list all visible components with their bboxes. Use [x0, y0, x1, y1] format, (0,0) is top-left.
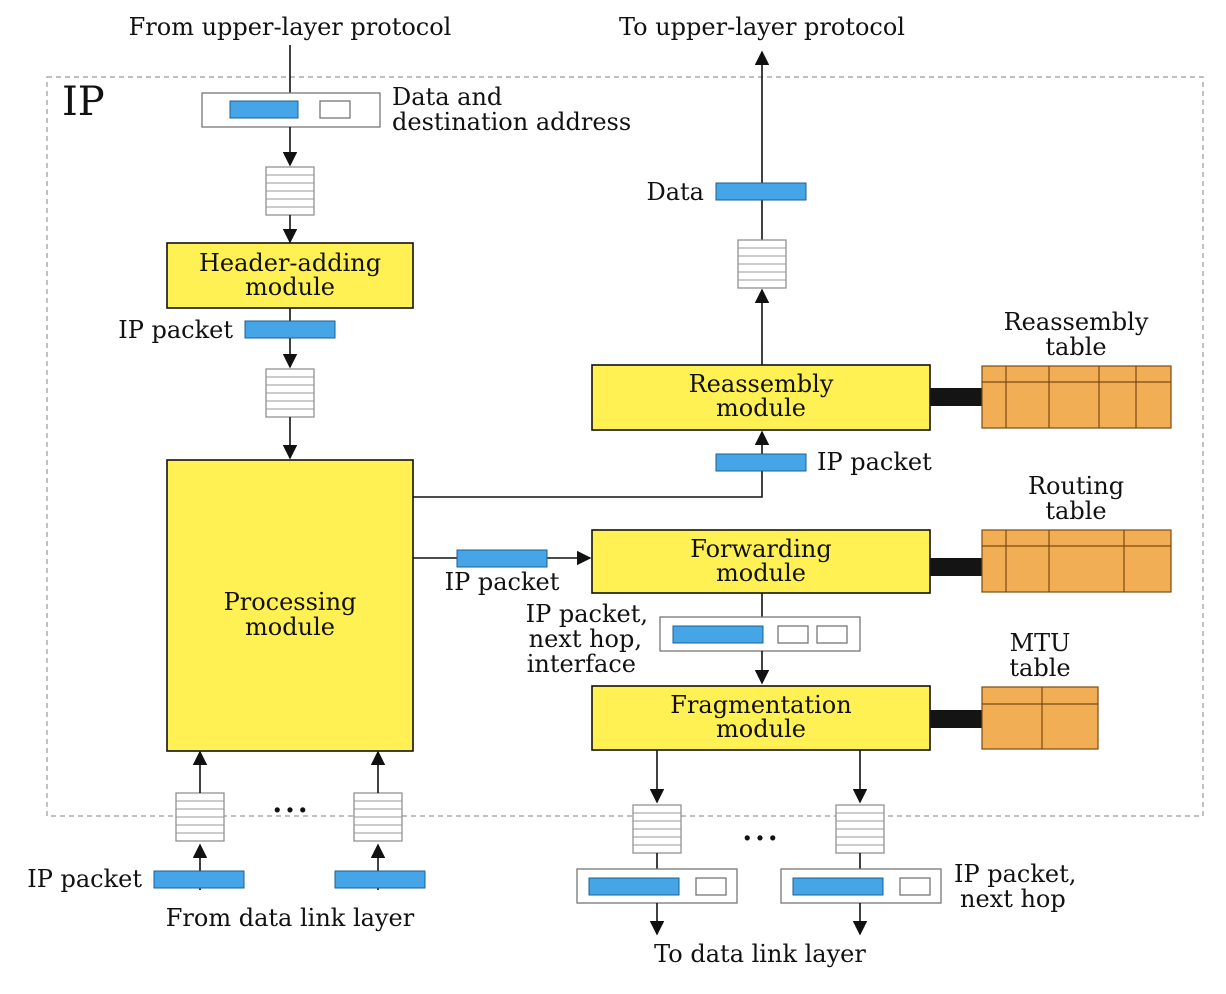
- queue: [265, 368, 315, 418]
- reassembly-table-label-2: table: [1045, 333, 1106, 361]
- reassembly-table: [981, 365, 1172, 429]
- to-upper-layer-label: To upper-layer protocol: [619, 13, 905, 41]
- reassembly-module-label-2: module: [716, 394, 806, 422]
- fragmentation-module-label-1: Fragmentation: [670, 691, 851, 719]
- mtu-table-connector: [930, 710, 982, 728]
- ellipsis-right: ...: [741, 804, 779, 850]
- processing-module-label-1: Processing: [224, 588, 357, 616]
- ip-packet: [334, 870, 426, 889]
- hop-label-2: next hop,: [529, 625, 642, 653]
- queue: [632, 804, 682, 854]
- header-adding-module-label-1: Header-adding: [199, 249, 381, 277]
- queue: [737, 239, 787, 289]
- reassembly-table-connector: [930, 388, 982, 406]
- hop-label-3: interface: [527, 650, 636, 678]
- routing-table: [981, 529, 1172, 593]
- ellipsis-left: ...: [271, 776, 309, 822]
- ip-boundary: [46, 76, 1204, 817]
- mtu-table-label-2: table: [1009, 654, 1070, 682]
- data-label: Data: [646, 178, 704, 206]
- forwarding-module: [591, 529, 931, 594]
- ip-packet: [715, 453, 807, 472]
- next-hop-label-1: IP packet,: [954, 860, 1076, 888]
- data-dest-label-1: Data and: [392, 83, 502, 111]
- ip-packet-label-header: IP packet: [118, 316, 233, 344]
- next-hop-label-2: next hop: [960, 885, 1066, 913]
- ip-packet-label-forward: IP packet: [445, 568, 560, 596]
- from-data-link-layer-label: From data link layer: [166, 904, 415, 932]
- hop-label-1: IP packet,: [526, 600, 648, 628]
- reassembly-module: [591, 364, 931, 431]
- processing-module-label-2: module: [245, 613, 335, 641]
- next-hop-interface-box: [659, 616, 861, 652]
- ip-packet: [456, 549, 548, 568]
- data-dest-address-box: [201, 92, 381, 128]
- ip-packet: [153, 870, 245, 889]
- ip-packet: [244, 320, 336, 339]
- header-adding-module-label-2: module: [245, 273, 335, 301]
- routing-table-connector: [930, 558, 982, 576]
- mtu-table-label-1: MTU: [1010, 629, 1071, 657]
- reassembly-module-label-1: Reassembly: [689, 370, 834, 398]
- fragmentation-module: [591, 685, 931, 751]
- queue: [353, 792, 403, 842]
- forwarding-module-label-2: module: [716, 559, 806, 587]
- ip-packet-label-bottom-left: IP packet: [27, 865, 142, 893]
- ip-packet-label-reassembly: IP packet: [817, 448, 932, 476]
- reassembly-table-label-1: Reassembly: [1004, 308, 1149, 336]
- forwarding-module-label-1: Forwarding: [690, 535, 831, 563]
- ip-label: IP: [62, 79, 105, 125]
- routing-table-label-1: Routing: [1028, 472, 1124, 500]
- from-upper-layer-label: From upper-layer protocol: [129, 13, 452, 41]
- queue: [835, 804, 885, 854]
- data-dest-label-2: destination address: [392, 108, 631, 136]
- queue: [265, 166, 315, 216]
- queue: [175, 792, 225, 842]
- processing-module: [166, 459, 414, 752]
- data-packet: [715, 182, 807, 201]
- to-data-link-layer-label: To data link layer: [654, 940, 866, 968]
- next-hop-box: [576, 868, 738, 904]
- mtu-table: [981, 686, 1099, 750]
- fragmentation-module-label-2: module: [716, 715, 806, 743]
- next-hop-box: [780, 868, 942, 904]
- routing-table-label-2: table: [1045, 497, 1106, 525]
